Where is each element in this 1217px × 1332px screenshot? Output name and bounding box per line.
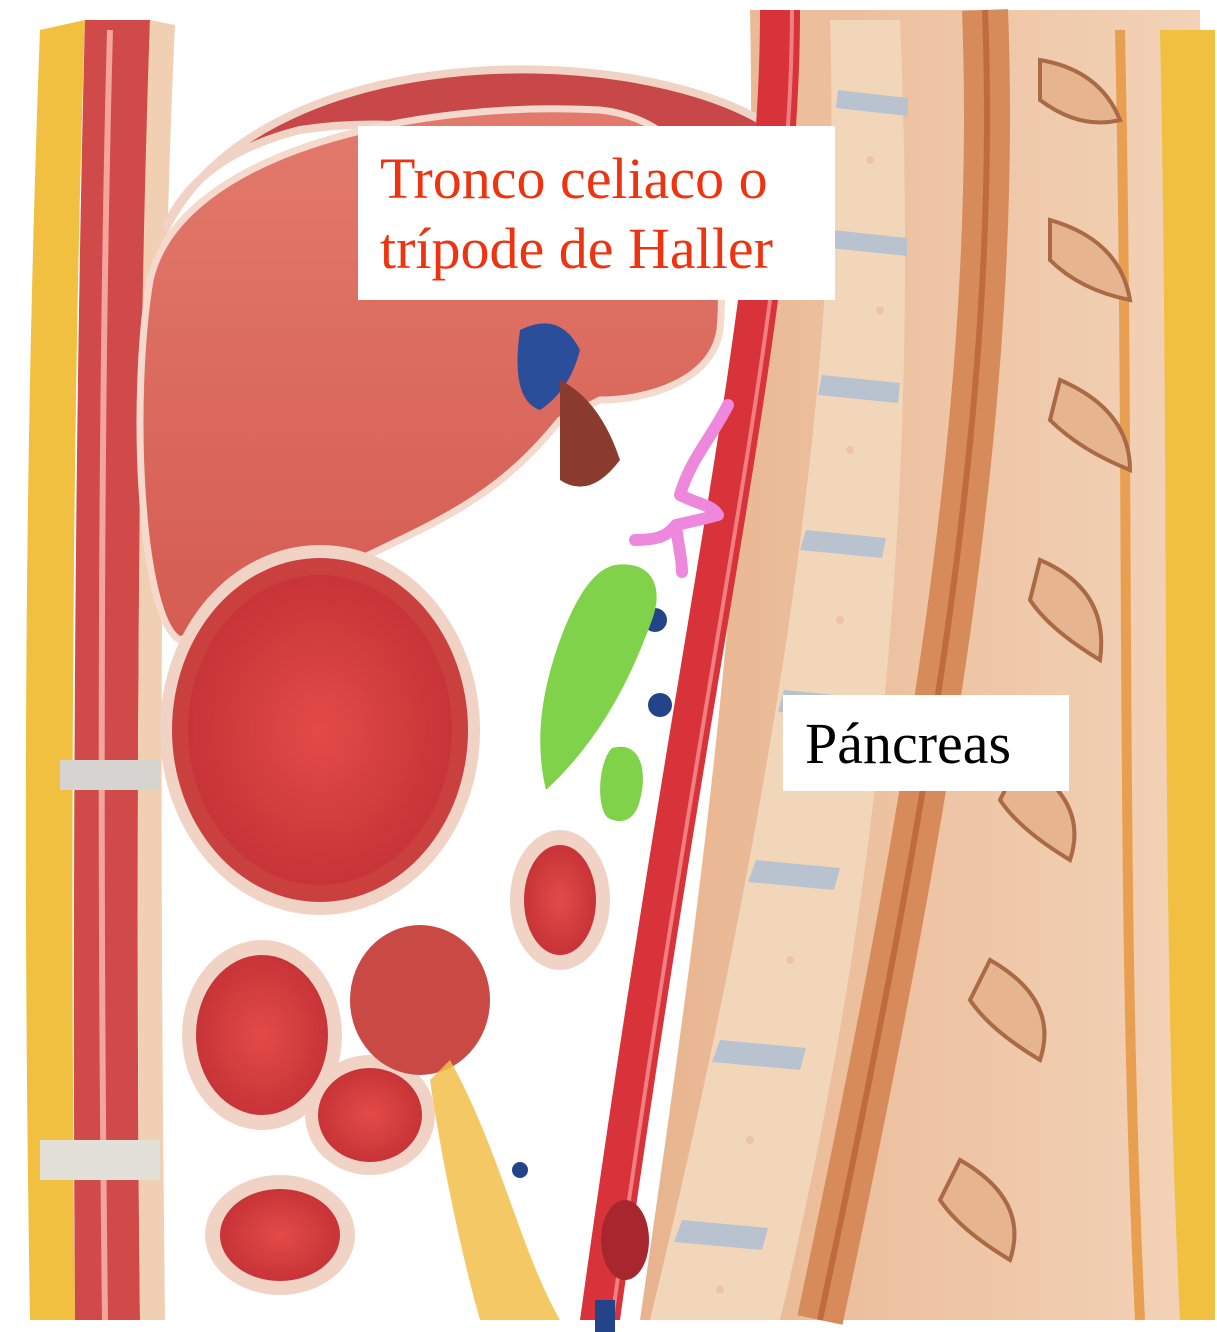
celiac-trunk-label: Tronco celiaco o trípode de Haller: [358, 126, 835, 300]
stomach: [160, 545, 480, 915]
pancreas-label: Páncreas: [783, 695, 1069, 791]
abdominal-wall: [26, 20, 175, 1320]
